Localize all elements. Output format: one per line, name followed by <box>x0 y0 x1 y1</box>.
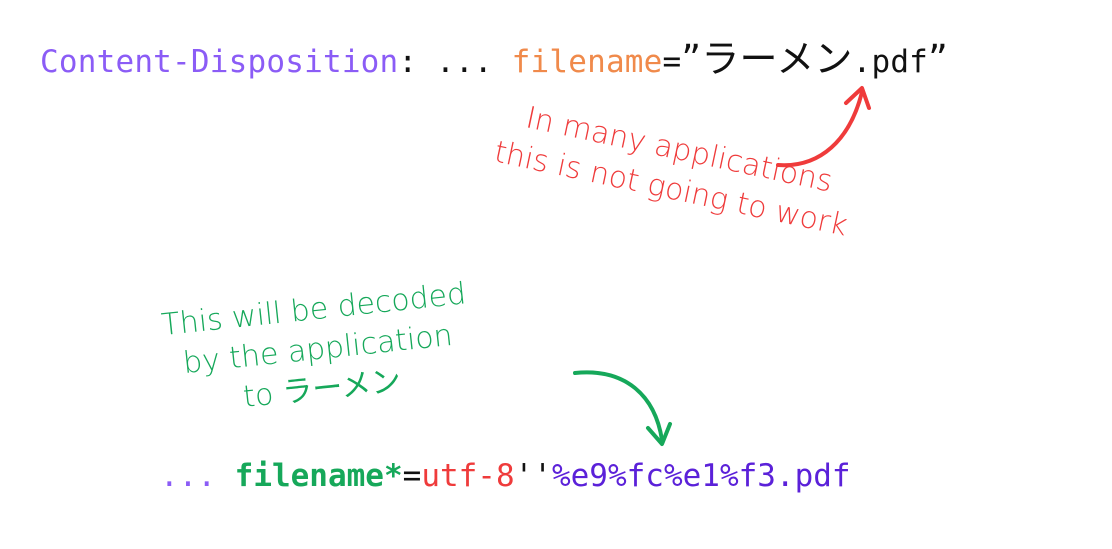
header-label: Content-Disposition <box>40 44 399 80</box>
green-arrow-head <box>646 422 672 446</box>
filename-japanese: ラーメン <box>701 37 853 81</box>
encoded-filename-line: ... filename*=utf-8''%e9%fc%e1%f3.pdf <box>160 458 851 494</box>
green-arrow <box>573 370 664 442</box>
filename-param: filename <box>511 44 663 80</box>
content-disposition-header: Content-Disposition: ... filename=”ラーメン.… <box>40 28 948 83</box>
encoded-ellipsis: ... <box>160 458 235 494</box>
header-equals: = <box>662 44 682 80</box>
header-separator: : <box>398 44 437 80</box>
quote-close: ” <box>928 37 948 81</box>
encoded-value: %e9%fc%e1%f3.pdf <box>551 458 851 494</box>
encoded-quotes: '' <box>514 458 552 494</box>
quote-open: ” <box>681 37 702 81</box>
red-annotation: In many applications this is not going t… <box>491 93 860 246</box>
red-arrow-head <box>844 86 871 110</box>
charset-label: utf-8 <box>421 458 515 494</box>
green-annotation: This will be decoded by the application … <box>160 274 477 425</box>
encoded-equals: = <box>402 458 422 494</box>
filename-extension: .pdf <box>852 44 929 80</box>
header-ellipsis: ... <box>436 44 512 80</box>
filename-star-param: filename* <box>234 458 403 494</box>
